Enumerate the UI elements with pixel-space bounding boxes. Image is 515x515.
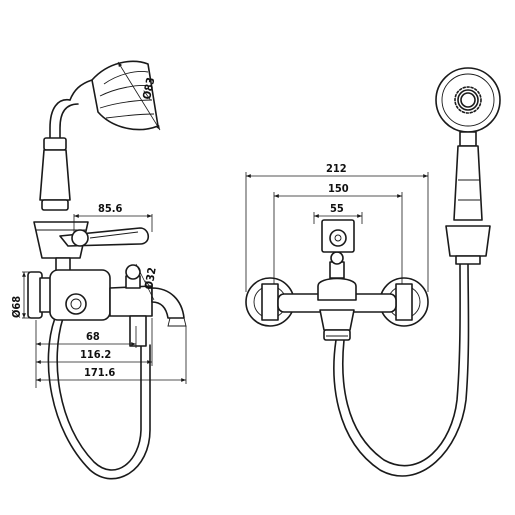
dim-85-6: 85.6 <box>73 202 153 232</box>
dim-116-2: 116.2 <box>36 318 153 366</box>
front-right-flange <box>379 277 429 327</box>
side-lever <box>59 227 150 247</box>
dim-212-label: 212 <box>326 162 347 175</box>
dim-150: 150 <box>273 182 403 284</box>
front-hose-inner <box>341 261 461 467</box>
dim-116-2-label: 116.2 <box>80 348 111 361</box>
front-diverter <box>321 219 355 253</box>
dim-171-6: 171.6 <box>36 326 187 384</box>
dim-68-label: 68 <box>86 330 100 343</box>
front-hand-shower <box>435 67 501 221</box>
side-view: Ø83 85.6 Ø32 Ø68 68 <box>10 60 187 480</box>
dim-55: 55 <box>313 202 363 224</box>
dim-d68: Ø68 <box>10 271 30 319</box>
side-gooseneck <box>49 99 71 141</box>
side-wall-flange <box>27 271 53 319</box>
dim-85-6-label: 85.6 <box>98 202 123 215</box>
side-cradle <box>33 221 89 259</box>
front-cradle <box>445 225 491 265</box>
dim-d83-label: Ø83 <box>140 76 157 101</box>
front-body <box>277 251 397 341</box>
dim-68: 68 <box>35 320 137 388</box>
front-view: 212 150 55 <box>245 67 501 477</box>
dim-55-label: 55 <box>330 202 344 215</box>
dim-150-label: 150 <box>328 182 349 195</box>
dim-212: 212 <box>245 162 429 292</box>
front-hose <box>333 261 470 477</box>
dim-d32-label: Ø32 <box>142 266 159 290</box>
side-body <box>49 264 187 347</box>
side-shower-handle <box>39 137 71 211</box>
dim-171-6-label: 171.6 <box>84 366 115 379</box>
dim-d32: Ø32 <box>135 263 159 301</box>
dim-d83: Ø83 <box>117 61 161 131</box>
dim-d68-label: Ø68 <box>10 296 23 318</box>
front-left-flange <box>245 277 295 327</box>
